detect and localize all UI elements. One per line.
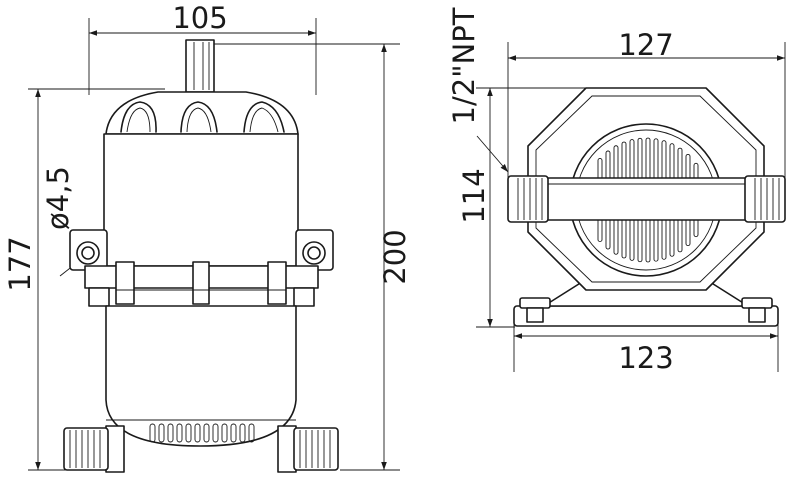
dome-cap	[105, 91, 299, 135]
bottom-grille	[149, 423, 255, 443]
dim-thread-label: 1/2"NPT	[447, 7, 481, 124]
dim-123-label: 123	[618, 341, 673, 375]
side-view	[28, 18, 400, 473]
dim-114-label: 114	[457, 168, 491, 223]
dim-127-label: 127	[618, 28, 673, 62]
dim-105-label: 105	[172, 1, 227, 35]
outlet-pipe	[185, 39, 215, 93]
dim-width-127	[507, 42, 786, 180]
thread-port-left	[507, 175, 549, 223]
motor-body	[103, 133, 299, 267]
dim-thread-leader	[476, 135, 509, 173]
mount-hole-right	[302, 241, 326, 265]
dim-height-200	[210, 43, 400, 471]
pump-bowl	[105, 305, 297, 447]
dim-200-label: 200	[378, 229, 412, 284]
mount-flange	[69, 229, 334, 307]
inlet-port-right	[277, 425, 339, 473]
dim-width-105	[88, 18, 317, 95]
port-tube	[543, 177, 751, 221]
dim-hole-label: ø4,5	[41, 166, 75, 230]
front-view	[476, 42, 786, 372]
dim-177-label: 177	[3, 236, 37, 291]
thread-port-right	[744, 175, 786, 223]
mount-hole-left	[76, 241, 100, 265]
dim-width-123	[513, 320, 779, 372]
inlet-port-left	[63, 425, 125, 473]
